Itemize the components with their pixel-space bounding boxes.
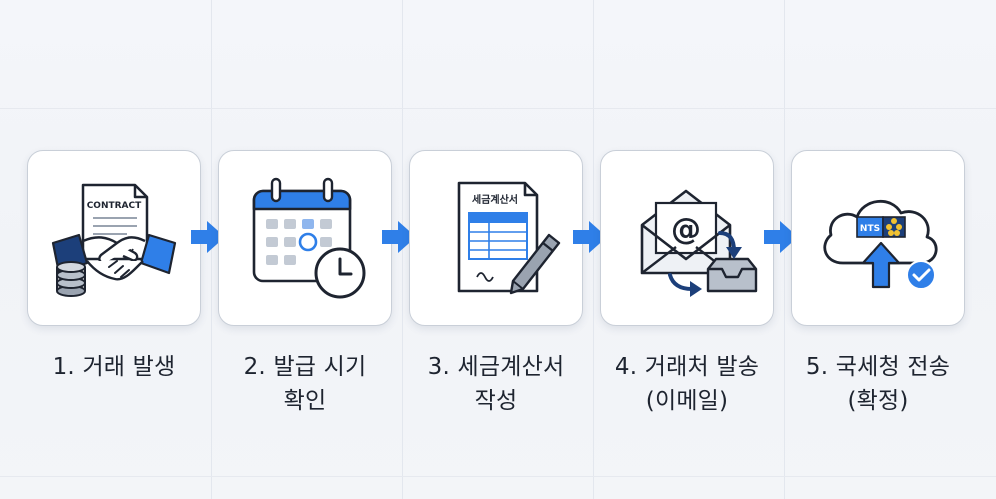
- cloud-upload-check-icon: NTS: [823, 199, 938, 290]
- tax-invoice-pen-icon: 세금계산서: [457, 181, 561, 295]
- grid-line: [0, 108, 996, 109]
- nts-emblem-icon: [886, 218, 902, 236]
- calendar-clock-icon: [252, 177, 366, 299]
- email-inbox-icon: @: [640, 189, 758, 297]
- step-5-label: 5. 국세청 전송 (확정): [783, 350, 973, 418]
- step-1-label: 1. 거래 발생: [19, 350, 209, 384]
- step-1-card: CONTRACT: [27, 150, 201, 326]
- step-3-label: 3. 세금계산서 작성: [401, 350, 591, 418]
- handshake-contract-icon: CONTRACT: [51, 183, 177, 297]
- step-label-line: 4. 거래처 발송: [614, 354, 760, 380]
- step-3-card: 세금계산서: [409, 150, 583, 326]
- step-label-line: (확정): [847, 388, 909, 414]
- check-circle-icon: [906, 260, 936, 290]
- step-2-label: 2. 발급 시기 확인: [210, 350, 400, 418]
- invoice-title-text: 세금계산서: [472, 193, 518, 206]
- step-4-card: @: [600, 150, 774, 326]
- pen-icon: [509, 233, 561, 295]
- at-sign-icon: @: [671, 212, 701, 247]
- coins-icon: [56, 261, 86, 297]
- nts-text: NTS: [860, 224, 880, 234]
- grid-line: [402, 0, 403, 499]
- flow-arrow-icon: [382, 221, 416, 253]
- step-label-line: 작성: [474, 388, 518, 414]
- grid-line: [784, 0, 785, 499]
- step-label-line: 2. 발급 시기: [243, 354, 367, 380]
- flow-arrow-icon: [764, 221, 798, 253]
- step-label-line: 1. 거래 발생: [52, 354, 176, 380]
- flow-arrow-icon: [191, 221, 225, 253]
- step-2-card: [218, 150, 392, 326]
- grid-line: [593, 0, 594, 499]
- grid-line: [0, 476, 996, 477]
- flow-arrow-icon: [573, 221, 607, 253]
- inbox-tray-icon: [706, 257, 758, 293]
- step-label-line: 확인: [283, 388, 327, 414]
- step-label-line: 5. 국세청 전송: [805, 354, 951, 380]
- step-5-card: NTS: [791, 150, 965, 326]
- step-label-line: 3. 세금계산서: [427, 354, 565, 380]
- step-4-label: 4. 거래처 발송 (이메일): [592, 350, 782, 418]
- step-label-line: (이메일): [645, 388, 729, 414]
- contract-text: CONTRACT: [87, 201, 142, 211]
- clock-icon: [314, 247, 366, 299]
- grid-line: [211, 0, 212, 499]
